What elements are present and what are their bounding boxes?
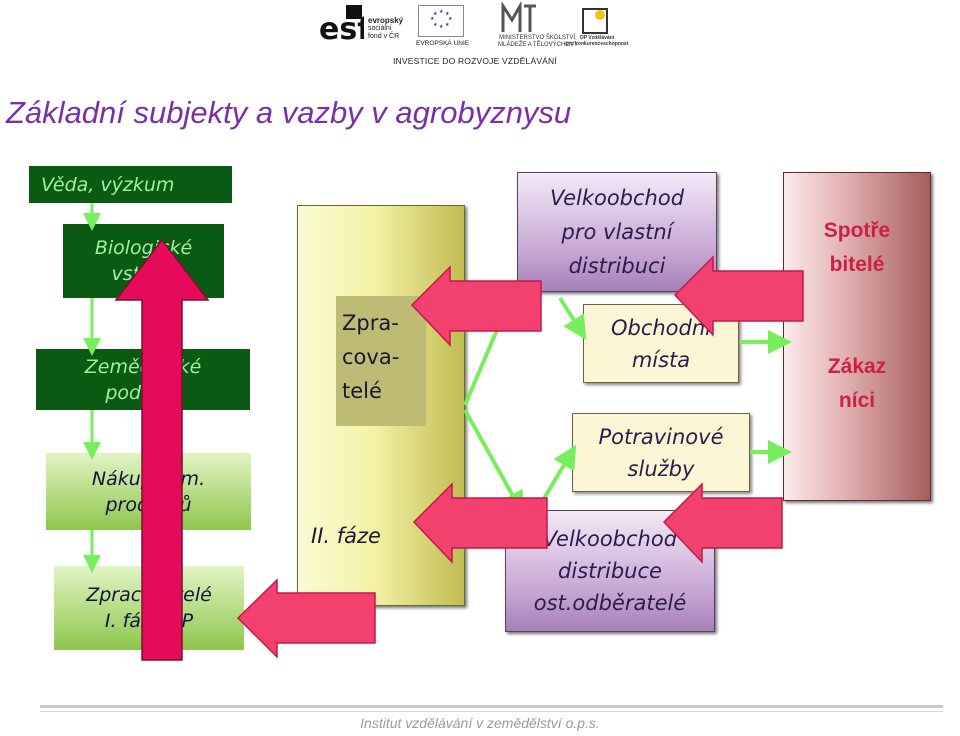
zprac1-line-2: I. fáze ZP [104,610,194,632]
box-obchodni-mista: Obchodní místa [583,304,739,383]
esf-text: evropský sociální fond v ČR [368,17,403,41]
connector-zprac-velk1 [463,283,519,406]
msmt-logo-icon [501,2,536,32]
zem-line-2: podniky [105,381,181,404]
svg-text:★: ★ [448,16,453,22]
potr-line-2: služby [627,456,695,481]
zakaznici-label: Zákaz níci [783,350,931,418]
zpra-line-2: cova- [342,345,400,369]
velk1-line-1: Velkoobchod [549,186,685,210]
page-title: Základní subjekty a vazby v agrobyznysu [6,95,572,130]
zpra-line-3: telé [342,379,382,403]
spotr-line-1: Spotře [823,219,891,242]
op-line-2: pro konkurenceschopnost [565,40,629,47]
bio-line-1: Biologické [94,237,193,259]
svg-text:★: ★ [445,22,450,28]
nakup-line-2: produktů [105,493,192,516]
footer-divider [40,705,943,708]
spotr-line-2: bitelé [829,253,885,276]
op-logo-icon [582,8,608,34]
svg-text:★: ★ [445,11,450,17]
velk2-line-1: Velkoobchod [542,527,678,551]
box-veda-label: Věda, výzkum [41,173,175,196]
op-label: OP Vzdělávání pro konkurenceschopnost [565,35,629,47]
footer-divider-thin [40,711,943,712]
connector-zprac-velk2 [463,409,524,516]
box-zpracovatele-1-faze: Zpracovatelé I. fáze ZP [54,566,244,650]
box-velkoobchod-ostatni: Velkoobchod distribuce ost.odběratelé [505,510,715,632]
esf-line-1: evropský [368,16,404,25]
box-veda-vyzkum: Věda, výzkum [29,166,232,203]
velk2-line-2: distribuce [558,559,662,583]
esf-line-2: sociální [368,25,392,32]
msmt-line-1: MINISTERSTVO ŠKOLSTVÍ, [499,35,577,41]
zakaz-line-2: níci [838,389,876,412]
eu-flag-icon: ★★★ ★★★ ★★ [418,5,464,37]
esf-line-3: fond v ČR [368,33,400,40]
zprac1-line-1: Zpracovatelé [86,584,212,606]
bio-line-2: vstupy [111,263,176,285]
svg-text:★: ★ [430,16,435,22]
msmt-label: MINISTERSTVO ŠKOLSTVÍ, MLÁDEŽE A TĚLOVÝC… [496,35,580,48]
obch-line-1: Obchodní [610,315,712,340]
svg-text:★: ★ [439,9,444,15]
nakup-line-1: Nákup zem. [91,467,206,490]
svg-text:★: ★ [439,24,444,30]
obch-line-2: místa [631,347,691,372]
zpra-line-1: Zpra- [342,311,399,335]
msmt-line-2: MLÁDEŽE A TĚLOVÝCHOVY [498,41,578,48]
faze-2-label: II. fáze [311,524,381,548]
velk1-line-3: distribuci [568,254,666,278]
footer-text: Institut vzdělávání v zemědělství o.p.s. [360,715,600,731]
op-line-1: OP Vzdělávání [579,35,615,41]
connector-velk2-potr [538,444,577,507]
esf-logo: esf [318,3,364,45]
potr-line-1: Potravinové [598,424,724,449]
column-spotrebitele [783,172,931,501]
box-velkoobchod-vlastni: Velkoobchod pro vlastní distribuci [517,172,717,292]
box-biologicke-vstupy: Biologické vstupy [63,224,224,298]
zem-line-1: Zemědělské [84,355,202,378]
investice-label: INVESTICE DO ROZVOJE VZDĚLÁVÁNÍ [393,56,557,66]
logo-strip: esf evropský sociální fond v ČR ★★★ ★★★ … [318,0,630,70]
zakaz-line-1: Zákaz [827,355,887,378]
velk2-line-3: ost.odběratelé [533,591,687,615]
spotrebitele-label: Spotře bitelé [783,214,931,282]
box-zemedelske-podniky: Zemědělské podniky [36,349,250,410]
box-nakup-produktu: Nákup zem. produktů [46,453,251,530]
connector-velk1-obch [558,296,587,341]
svg-text:★: ★ [433,11,438,17]
velk1-line-2: pro vlastní [561,220,673,244]
svg-text:★: ★ [433,22,438,28]
eu-label: EVROPSKÁ UNIE [416,40,470,47]
zpracovatele-label: Zpra- cova- telé [342,306,399,408]
box-potravinove-sluzby: Potravinové služby [572,413,750,492]
